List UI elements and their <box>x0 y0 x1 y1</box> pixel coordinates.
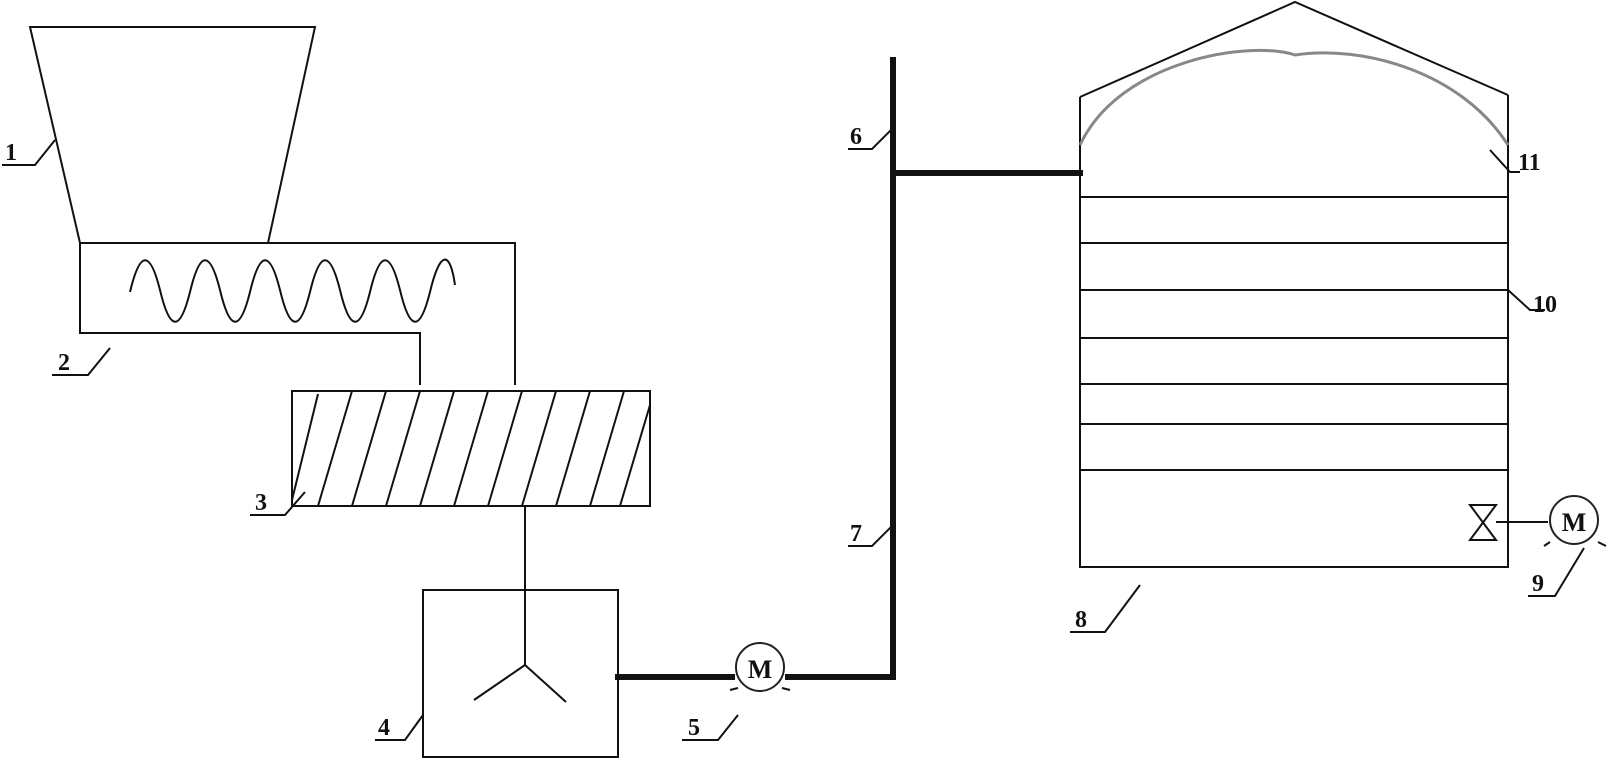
screw-conveyor <box>79 242 516 385</box>
labels: 1 2 3 4 5 6 7 8 9 10 11 <box>5 124 1557 741</box>
tower-trays <box>1080 196 1508 471</box>
hopper <box>28 26 317 244</box>
roof-outer <box>1079 0 1509 98</box>
discharge-motor: M <box>1543 495 1607 547</box>
leader-lines <box>2 127 1585 741</box>
label-3: 3 <box>255 490 267 516</box>
label-5: 5 <box>688 715 700 741</box>
label-2: 2 <box>58 350 70 376</box>
pipeline <box>615 57 1083 680</box>
stirred-tank <box>422 506 619 758</box>
label-10: 10 <box>1533 292 1557 318</box>
label-7: 7 <box>850 521 862 547</box>
hatched-mixer <box>291 390 651 507</box>
valve <box>1468 504 1548 541</box>
roof-inner <box>1078 48 1510 146</box>
pump-motor: M <box>729 642 791 692</box>
label-11: 11 <box>1518 150 1541 176</box>
tower-vessel <box>1078 0 1510 568</box>
hatch-lines <box>291 390 651 507</box>
label-9: 9 <box>1532 571 1544 597</box>
label-4: 4 <box>378 715 390 741</box>
pump-motor-letter: M <box>748 655 773 684</box>
label-8: 8 <box>1075 607 1087 633</box>
discharge-motor-letter: M <box>1562 508 1587 537</box>
label-1: 1 <box>5 140 17 166</box>
label-6: 6 <box>850 124 862 150</box>
screw-coil <box>129 258 456 323</box>
